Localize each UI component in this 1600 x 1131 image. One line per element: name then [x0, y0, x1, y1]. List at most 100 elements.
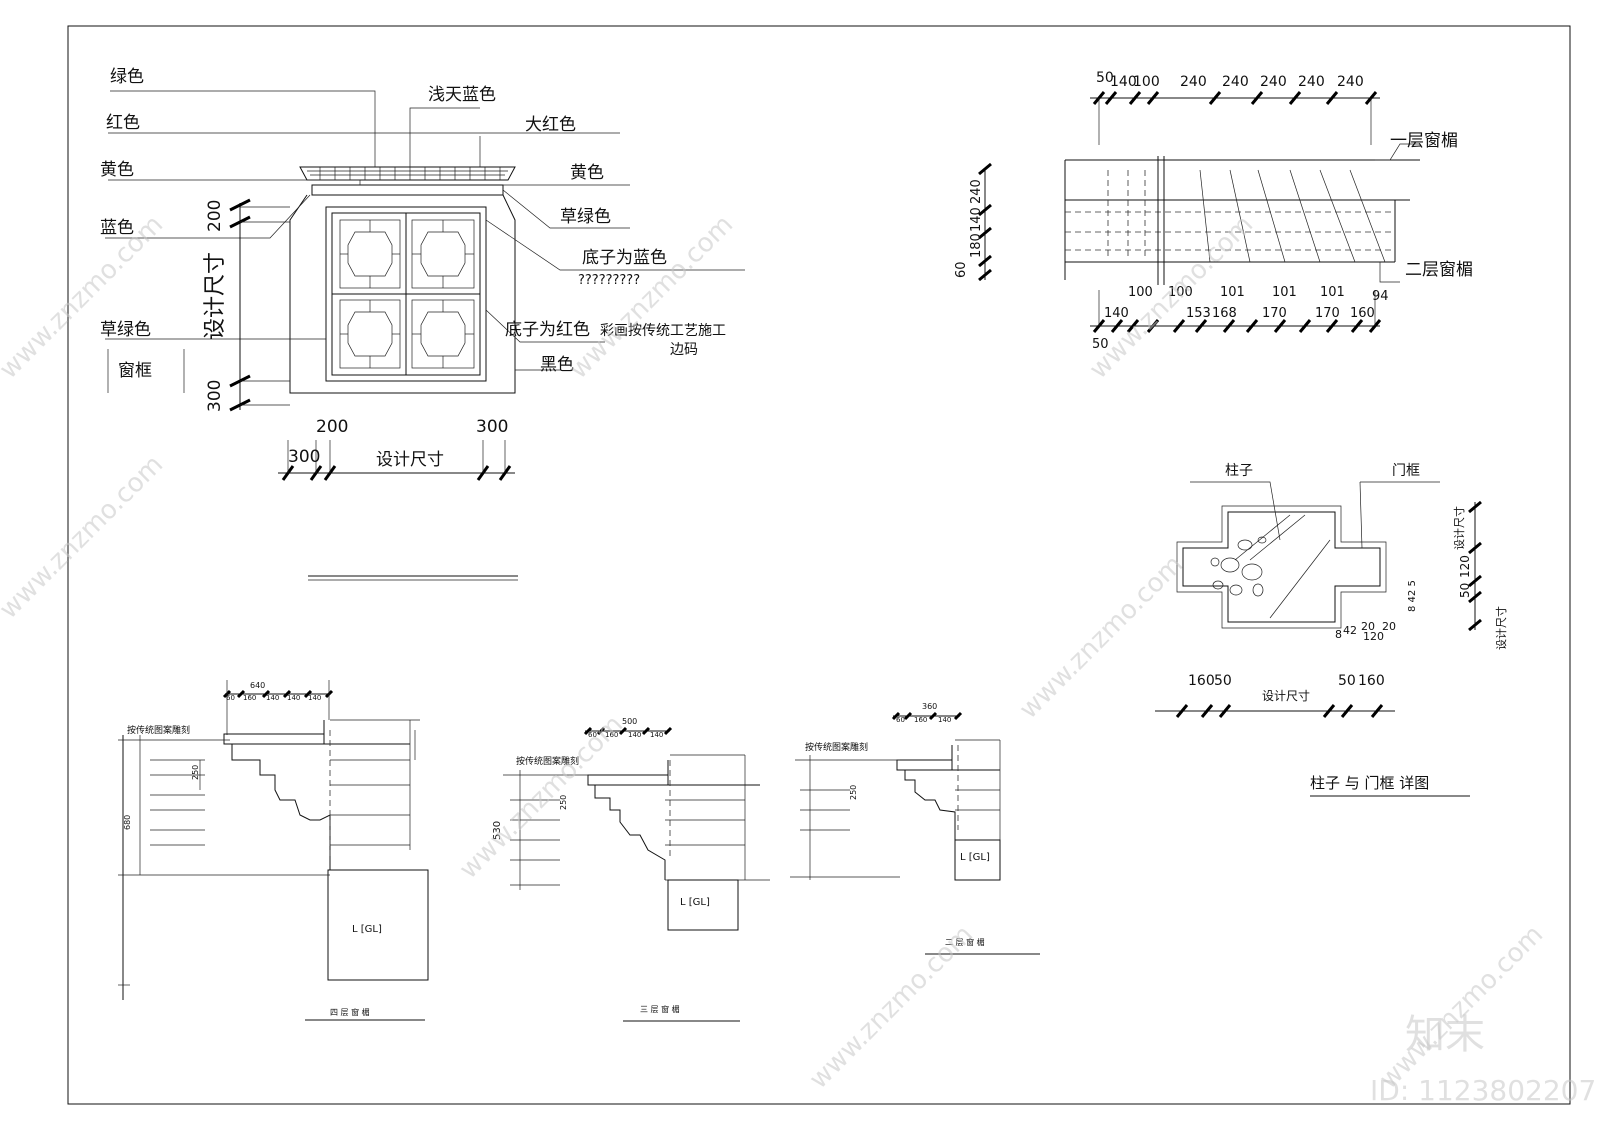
left-dim-0: 240 — [969, 179, 984, 204]
door-frame-label: 门框 — [1392, 463, 1420, 479]
col-dim-0: 160 — [1188, 673, 1215, 689]
watermark-site-6: www.znzmo.com — [804, 920, 979, 1095]
watermark-logo: 知末 — [1405, 1012, 1485, 1058]
bottom-dim-0: 140 — [1104, 306, 1129, 321]
s2-top-dim: 360 — [922, 702, 937, 711]
col-small-2: 20 — [1361, 620, 1375, 633]
s4-sub-4: 140 — [308, 694, 321, 702]
bottom-dim-11: 160 — [1350, 306, 1375, 321]
s3-mark: L [GL] — [680, 897, 710, 908]
watermarks: www.znzmo.com www.znzmo.com www.znzmo.co… — [0, 210, 1596, 1107]
s3-title: 三 层 窗 楣 — [640, 1004, 680, 1014]
label-green: 绿色 — [110, 67, 144, 87]
top-dim-0: 50 — [1096, 70, 1114, 86]
watermark-site-5: www.znzmo.com — [454, 710, 629, 885]
label-yellow: 黄色 — [100, 160, 134, 180]
watermark-site-2: www.znzmo.com — [564, 210, 739, 385]
bottom-dim-6: 101 — [1272, 285, 1297, 300]
label-grass-green-right: 草绿色 — [560, 207, 611, 227]
label-blue-base: 底子为蓝色 — [582, 248, 667, 268]
watermark-site-8: www.znzmo.com — [1374, 920, 1549, 1095]
s3-note: 按传统图案雕刻 — [516, 755, 579, 767]
s4-total: 680 — [123, 815, 132, 830]
label-unknown: ????????? — [578, 273, 640, 288]
column-detail: 柱子 门框 设计尺寸 160 50 50 160 8 42 20 120 20 … — [1155, 463, 1508, 797]
top-dim-6: 240 — [1298, 74, 1325, 90]
col-small-4: 20 — [1382, 620, 1396, 633]
first-floor-lintel-label: 一层窗楣 — [1390, 131, 1458, 151]
label-bright-red: 大红色 — [525, 115, 576, 135]
bottom-dim-5: 168 — [1212, 306, 1237, 321]
top-dim-7: 240 — [1337, 74, 1364, 90]
col-small-3: 120 — [1363, 630, 1384, 643]
col-right-dim-0: 120 — [1458, 555, 1472, 578]
s4-note: 按传统图案雕刻 — [127, 724, 190, 736]
col-right-small: 8 42 5 — [1407, 580, 1418, 612]
bottom-dim-9: 170 — [1315, 306, 1340, 321]
label-grass-green: 草绿色 — [100, 320, 151, 340]
edge-note: 边码 — [670, 342, 698, 358]
s2-mark: L [GL] — [960, 852, 990, 863]
watermark-site-1: www.znzmo.com — [0, 210, 169, 385]
s4-side: 250 — [191, 765, 200, 780]
bottom-dim-2: 100 — [1168, 285, 1193, 300]
s3-sub-1: 160 — [605, 731, 618, 739]
col-dim-3: 160 — [1358, 673, 1385, 689]
s4-top-dim: 640 — [250, 681, 265, 690]
section-fourth-floor: 640 60 160 140 140 140 按传统图案雕刻 680 250 L… — [118, 680, 429, 1021]
top-dim-1: 140 — [1110, 74, 1137, 90]
bottom-dim-4: 101 — [1220, 285, 1245, 300]
left-dim-2: 180 — [969, 233, 984, 258]
watermark-id: ID: 1123802207 — [1370, 1074, 1596, 1107]
dim-300-right: 300 — [476, 417, 508, 437]
s2-sub-1: 160 — [914, 716, 927, 724]
lintel-elevation: 50 140 100 240 240 240 240 240 240 140 1… — [954, 70, 1473, 352]
section-third-floor: 500 60 160 140 140 按传统图案雕刻 530 250 L [GL… — [492, 717, 770, 1022]
watermark-site-4: www.znzmo.com — [0, 450, 169, 625]
label-yellow-right: 黄色 — [570, 163, 604, 183]
left-dim-3: 60 — [954, 261, 969, 278]
label-black: 黑色 — [540, 355, 574, 375]
s2-sub-2: 140 — [938, 716, 951, 724]
bottom-dim-1: 100 — [1128, 285, 1153, 300]
s3-top-dim: 500 — [622, 717, 637, 726]
s4-sub-3: 140 — [287, 694, 300, 702]
drawing-border — [67, 25, 1571, 1105]
top-dim-2: 100 — [1133, 74, 1160, 90]
col-right-dim-1: 50 — [1458, 583, 1472, 598]
label-red-base: 底子为红色 — [505, 320, 590, 340]
s2-sub-0: 60 — [896, 716, 905, 724]
bottom-dim-12: 94 — [1372, 289, 1389, 304]
column-design-size: 设计尺寸 — [1262, 689, 1310, 703]
left-dim-1: 140 — [969, 207, 984, 232]
s2-title: 二 层 窗 楣 — [945, 937, 985, 947]
label-light-sky-blue: 浅天蓝色 — [428, 85, 496, 105]
s4-sub-1: 160 — [243, 694, 256, 702]
s4-title: 四 层 窗 楣 — [330, 1007, 370, 1017]
s3-side: 250 — [559, 795, 568, 810]
window-elevation: 绿色 红色 黄色 蓝色 草绿色 窗框 浅天蓝色 大红色 黄色 草绿色 底子为蓝色… — [100, 67, 745, 581]
dim-200: 200 — [316, 417, 348, 437]
bottom-dim-8: 101 — [1320, 285, 1345, 300]
watermark-site-7: www.znzmo.com — [1014, 550, 1189, 725]
s4-sub-0: 60 — [226, 694, 235, 702]
dim-bottom-300: 300 — [205, 380, 225, 412]
pillar-label: 柱子 — [1225, 463, 1253, 479]
s3-sub-0: 60 — [588, 731, 597, 739]
s2-side: 250 — [849, 785, 858, 800]
col-dim-1: 50 — [1214, 673, 1232, 689]
col-right-design-size: 设计尺寸 — [1452, 506, 1466, 550]
s2-note: 按传统图案雕刻 — [805, 741, 868, 753]
dim-top-200: 200 — [205, 200, 225, 232]
s3-sub-3: 140 — [650, 731, 663, 739]
column-detail-title: 柱子 与 门框 详图 — [1310, 774, 1429, 792]
bottom-dim-3: 153 — [1186, 306, 1211, 321]
label-window-frame: 窗框 — [118, 361, 152, 381]
col-small-0: 8 — [1335, 628, 1342, 641]
s3-sub-2: 140 — [628, 731, 641, 739]
section-second-floor: 360 60 160 140 按传统图案雕刻 250 L [GL] 二 层 窗 … — [790, 702, 1040, 955]
top-dim-4: 240 — [1222, 74, 1249, 90]
bottom-dim-7: 170 — [1262, 306, 1287, 321]
second-floor-lintel-label: 二层窗楣 — [1405, 260, 1473, 280]
